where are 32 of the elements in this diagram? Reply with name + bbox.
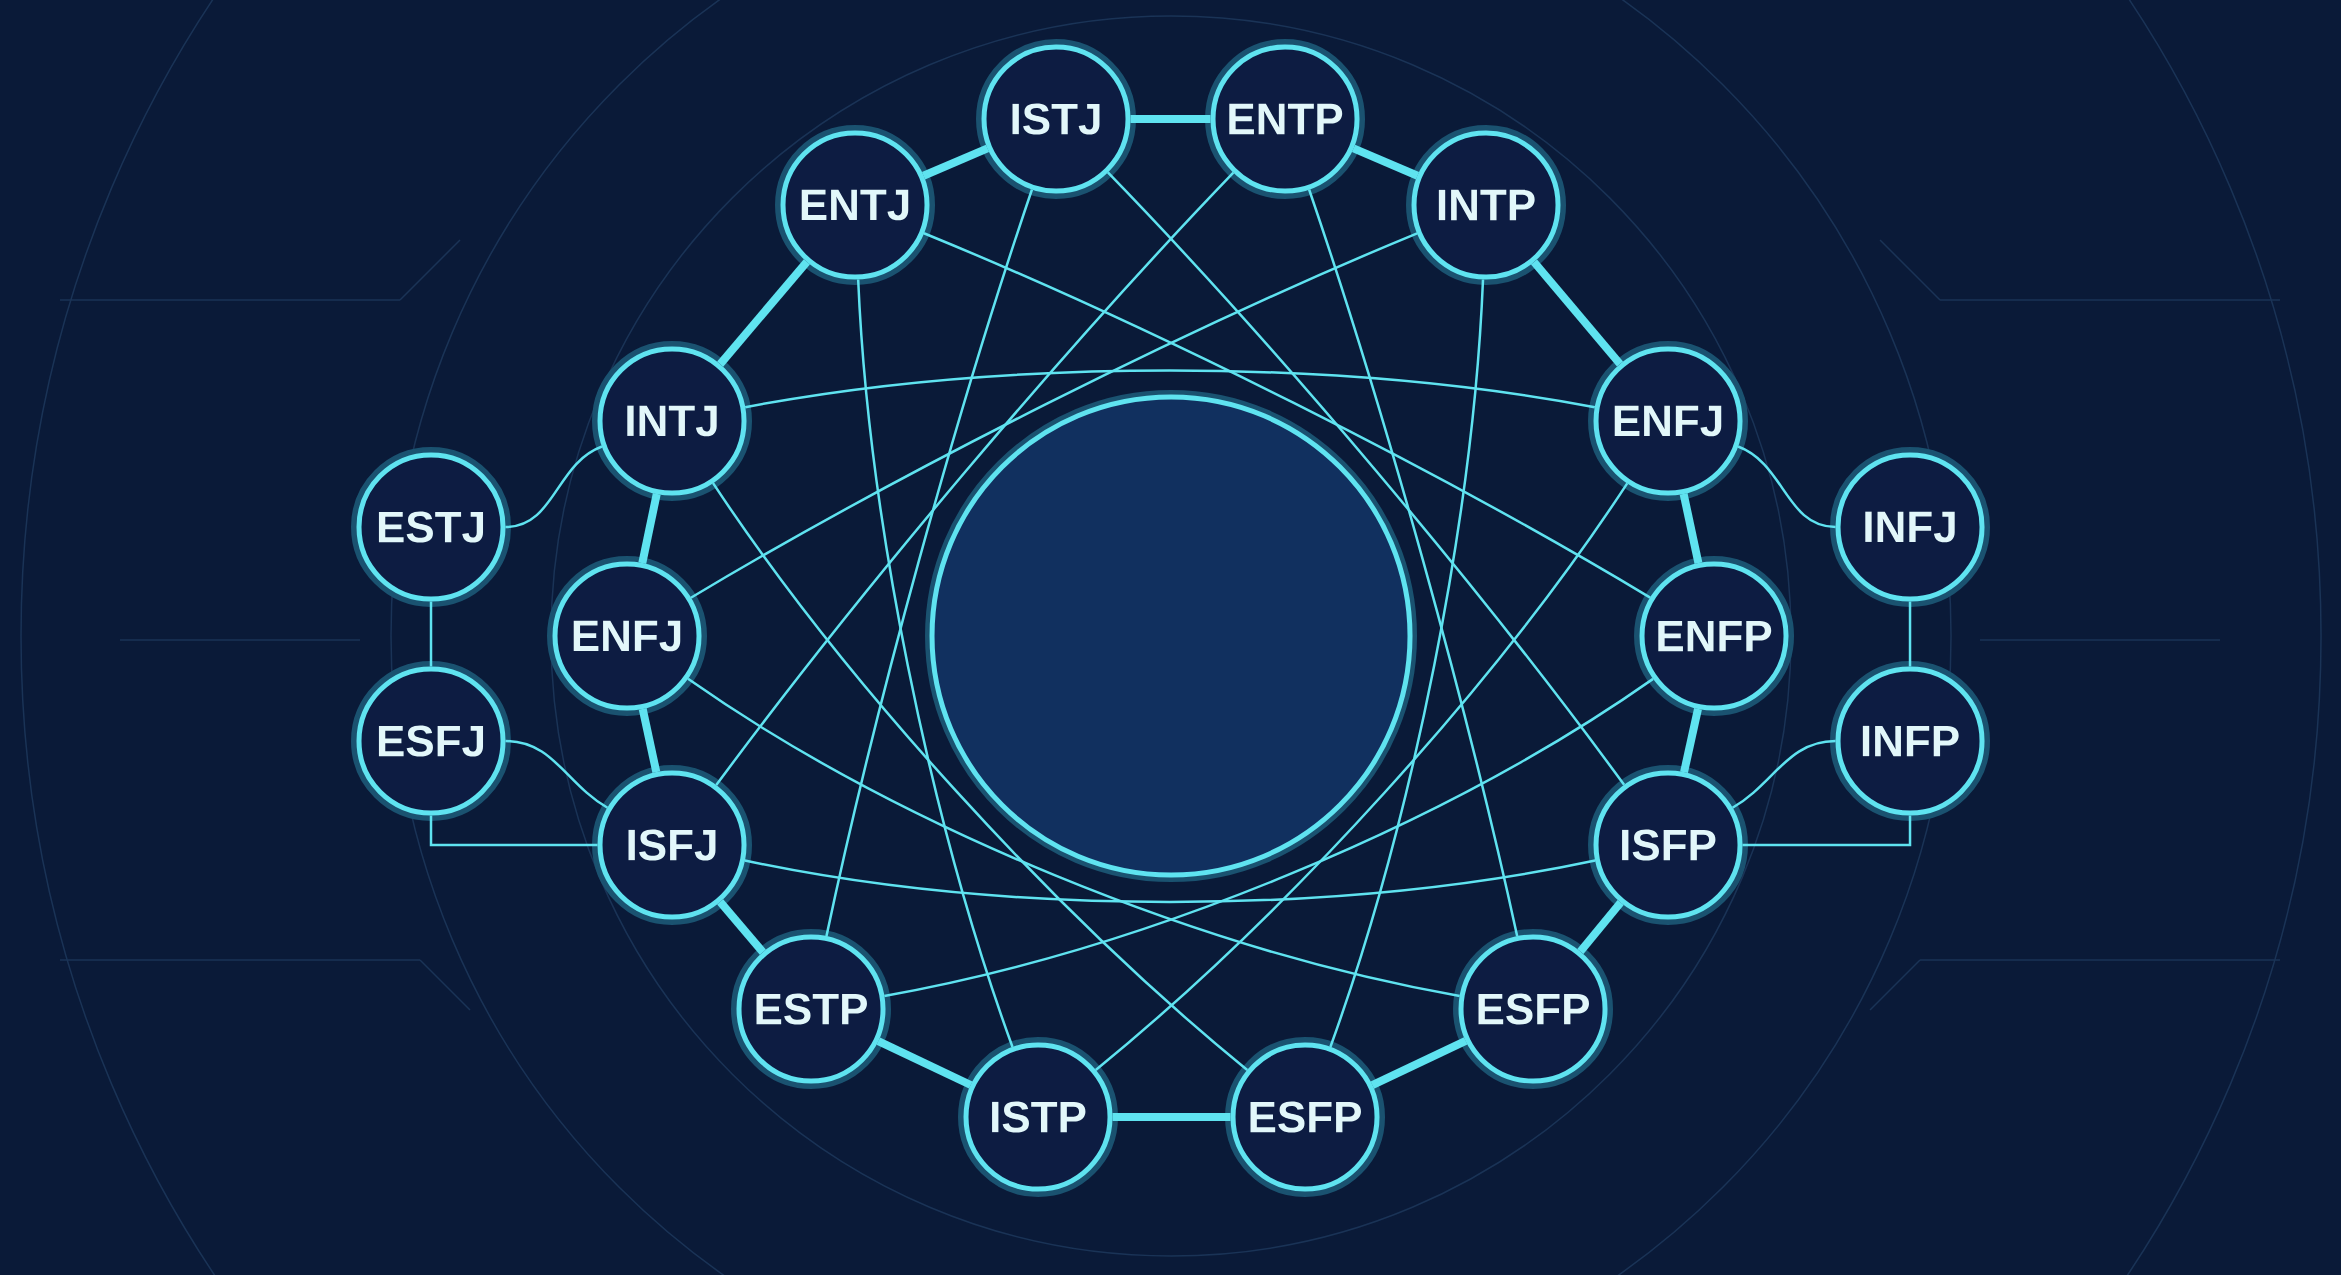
connector-curve bbox=[856, 279, 1014, 1048]
connector-curve bbox=[1329, 279, 1485, 1048]
ring-line bbox=[1530, 259, 1624, 367]
connector-curve bbox=[825, 189, 1034, 937]
connector-line bbox=[505, 739, 609, 809]
connector-curve bbox=[1094, 482, 1629, 1071]
connector-curve bbox=[1307, 189, 1519, 937]
connector-line bbox=[505, 445, 603, 529]
connector-curve bbox=[715, 171, 1235, 786]
ring-line bbox=[1680, 707, 1702, 774]
connector-curve bbox=[744, 859, 1596, 904]
connector-line bbox=[1737, 445, 1836, 529]
connector-curve bbox=[690, 232, 1418, 599]
ring-line bbox=[1577, 899, 1624, 955]
connector-curve bbox=[687, 677, 1460, 998]
connector-curve bbox=[745, 369, 1595, 409]
connector-line bbox=[429, 601, 433, 667]
ring-line bbox=[717, 259, 810, 367]
ring-line bbox=[1351, 144, 1420, 180]
connector-curve bbox=[884, 677, 1654, 998]
connector-line bbox=[429, 815, 598, 847]
ring-line bbox=[1370, 1037, 1468, 1089]
ring-line bbox=[717, 899, 766, 955]
connector-curve bbox=[1107, 171, 1626, 786]
connector-curve bbox=[923, 232, 1651, 599]
connector-line bbox=[1742, 815, 1912, 847]
ring-line bbox=[876, 1037, 973, 1089]
ring-line bbox=[921, 144, 990, 180]
connector-line bbox=[1731, 739, 1836, 809]
center-circle bbox=[925, 390, 1417, 882]
connector-line bbox=[1908, 601, 1912, 667]
connector-curve bbox=[712, 482, 1249, 1071]
